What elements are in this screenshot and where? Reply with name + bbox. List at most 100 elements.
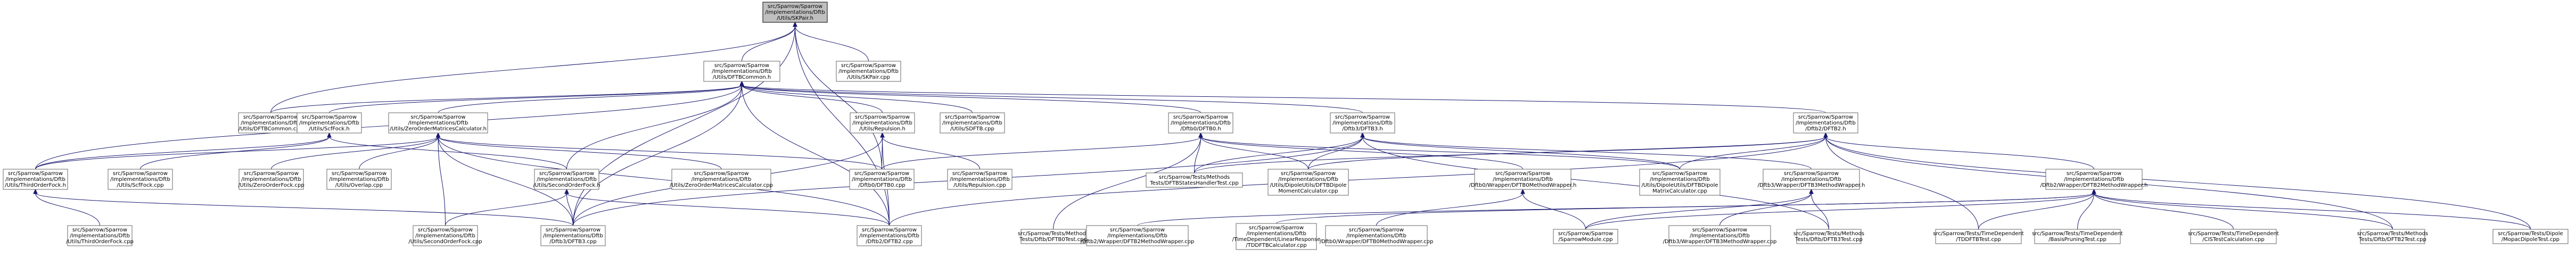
node-secondorder-h[interactable]: src/Sparrow/Sparrow/Implementations/Dftb… bbox=[533, 169, 600, 190]
node-box bbox=[1474, 169, 1571, 190]
node-dftb2-cpp[interactable]: src/Sparrow/Sparrow/Implementations/Dftb… bbox=[857, 225, 922, 246]
dependency-edge bbox=[1825, 136, 2094, 170]
dependency-edge bbox=[35, 136, 439, 170]
edge-arrowhead bbox=[1809, 188, 1814, 194]
node-label-line: MatrixCalculator.cpp bbox=[1652, 188, 1707, 194]
dependency-edge bbox=[795, 26, 869, 62]
dependency-edge bbox=[359, 136, 439, 170]
edge-arrowhead bbox=[1360, 132, 1365, 138]
node-label-line: /Implementations/Dftb bbox=[543, 233, 603, 239]
dependency-edge bbox=[329, 85, 742, 113]
node-dftb2wrapper-cpp[interactable]: src/Sparrow/Sparrow/Implementations/Dftb… bbox=[1081, 225, 1195, 246]
node-repulsion-cpp[interactable]: src/Sparrow/Sparrow/Implementations/Dftb… bbox=[947, 169, 1013, 190]
node-zeroorderfock-cpp[interactable]: src/Sparrow/Sparrow/Implementations/Dftb… bbox=[238, 169, 304, 190]
node-dftbcommon-cpp[interactable]: src/Sparrow/Sparrow/Implementations/Dftb… bbox=[238, 112, 303, 134]
node-tdlinear-cpp[interactable]: src/Sparrow/Sparrow/Implementations/Dftb… bbox=[1232, 223, 1321, 250]
dependency-edge bbox=[1053, 136, 1201, 230]
node-label-line: /Utils/SecondOrderFock.h bbox=[533, 182, 600, 188]
node-box bbox=[947, 169, 1013, 190]
node-label-line: src/Sparrow/Sparrow bbox=[1692, 227, 1747, 233]
node-dipolecalc-cpp[interactable]: src/Sparrow/Sparrow/Implementations/Dftb… bbox=[1268, 169, 1349, 196]
node-label-line: /Utils/ZeroOrderMatricesCalculator.cpp bbox=[670, 182, 773, 188]
edge-arrowhead bbox=[564, 188, 569, 194]
node-label-line: src/Sparrow/Sparrow bbox=[1335, 114, 1390, 120]
node-thirdorder-h[interactable]: src/Sparrow/Sparrow/Implementations/Dftb… bbox=[3, 169, 68, 190]
node-dipolematrix-cpp[interactable]: src/Sparrow/Sparrow/Implementations/Dftb… bbox=[1639, 169, 1721, 196]
node-box bbox=[1236, 223, 1317, 250]
edge-arrowhead bbox=[33, 188, 38, 194]
node-dftb2wrapper-h[interactable]: src/Sparrow/Sparrow/Implementations/Dftb… bbox=[2040, 169, 2148, 190]
node-cistest-cpp[interactable]: src/Sparrow/Tests/TimeDependent/CISTestC… bbox=[2188, 229, 2279, 244]
node-label-line: /Utils/ZeroOrderMatricesCalculator.h bbox=[390, 126, 487, 132]
node-label-line: src/Sparrow/Sparrow bbox=[855, 114, 910, 120]
node-dftb0wrapper-h[interactable]: src/Sparrow/Sparrow/Implementations/Dftb… bbox=[1469, 169, 1577, 190]
node-label-line: src/Sparrow/Sparrow bbox=[1784, 171, 1839, 177]
node-dftb3wrapper-h[interactable]: src/Sparrow/Sparrow/Implementations/Dftb… bbox=[1758, 169, 1865, 190]
node-basispruning-cpp[interactable]: src/Sparrow/Tests/TimeDependent/BasisPru… bbox=[2032, 229, 2123, 244]
node-label-line: /Implementations/Dftb bbox=[692, 177, 752, 182]
node-dftb3-h[interactable]: src/Sparrow/Sparrow/Implementations/Dftb… bbox=[1330, 112, 1395, 134]
node-secondorder-cpp[interactable]: src/Sparrow/Sparrow/Implementations/Dftb… bbox=[408, 225, 482, 246]
node-dftb3wrapper-cpp[interactable]: src/Sparrow/Sparrow/Implementations/Dftb… bbox=[1663, 225, 1777, 246]
edge-arrowhead bbox=[1198, 132, 1203, 138]
node-label-line: /Dftb0/Wrapper/DFTB0MethodWrapper.h bbox=[1469, 182, 1577, 188]
node-skpair-h[interactable]: src/Sparrow/Sparrow/Implementations/Dftb… bbox=[762, 2, 828, 23]
dependency-edge bbox=[438, 136, 890, 226]
node-label-line: /Implementations/Dftb bbox=[1278, 177, 1338, 182]
node-label-line: /Dftb2/DFTB2.cpp bbox=[866, 239, 912, 245]
node-sparrowmodule-cpp[interactable]: src/Sparrow/Sparrow/SparrowModule.cpp bbox=[1553, 229, 1618, 244]
dependency-edge bbox=[742, 85, 883, 113]
node-skpair-cpp[interactable]: src/Sparrow/Sparrow/Implementations/Dftb… bbox=[836, 61, 901, 82]
node-scfock-h[interactable]: src/Sparrow/Sparrow/Implementations/Dftb… bbox=[297, 112, 362, 134]
node-label-line: /Implementations/Dftb bbox=[852, 120, 912, 126]
edge-arrowhead bbox=[1520, 188, 1525, 194]
node-box bbox=[1325, 225, 1428, 246]
node-repulsion-h[interactable]: src/Sparrow/Sparrow/Implementations/Dftb… bbox=[850, 112, 915, 134]
node-label-line: src/Sparrow/Sparrow bbox=[546, 227, 600, 233]
node-label-line: src/Sparrow/Sparrow bbox=[854, 171, 909, 177]
node-dftb0-h[interactable]: src/Sparrow/Sparrow/Implementations/Dftb… bbox=[1168, 112, 1233, 134]
node-sdftb-cpp[interactable]: src/Sparrow/Sparrow/Implementations/Dftb… bbox=[940, 112, 1005, 134]
node-box bbox=[1020, 229, 1086, 244]
node-thirdorder-cpp[interactable]: src/Sparrow/Sparrow/Implementations/Dftb… bbox=[66, 225, 134, 246]
node-box bbox=[326, 169, 392, 190]
node-dftbstates-test[interactable]: src/Sparrow/Tests/MethodsTests/DFTBState… bbox=[1146, 172, 1243, 188]
node-dftb0wrapper-cpp[interactable]: src/Sparrow/Sparrow/Implementations/Dftb… bbox=[1320, 225, 1434, 246]
node-dftbcommon-h[interactable]: src/Sparrow/Sparrow/Implementations/Dftb… bbox=[703, 61, 780, 82]
node-label-line: src/Sparrow/Tests/Methods bbox=[1018, 231, 1089, 237]
node-dftb3test-cpp[interactable]: src/Sparrow/Tests/MethodsTests/Dftb/DFTB… bbox=[1793, 229, 1864, 244]
node-dftb0-cpp[interactable]: src/Sparrow/Sparrow/Implementations/Dftb… bbox=[849, 169, 915, 190]
node-label-line: /Utils/DipoleUtils/DFTBDipole bbox=[1270, 182, 1346, 188]
dependency-edge bbox=[742, 85, 890, 226]
node-scffock-cpp[interactable]: src/Sparrow/Sparrow/Implementations/Dftb… bbox=[108, 169, 173, 190]
edge-arrowhead bbox=[435, 132, 441, 138]
node-label-line: /Dftb0/Wrapper/DFTB0MethodWrapper.cpp bbox=[1320, 239, 1434, 245]
dependency-edge bbox=[438, 85, 742, 113]
node-dftb0test-cpp[interactable]: src/Sparrow/Tests/MethodsTests/Dftb/DFTB… bbox=[1018, 229, 1089, 244]
node-label-line: /Dftb2/Wrapper/DFTB2MethodWrapper.h bbox=[2040, 182, 2148, 188]
node-box bbox=[108, 169, 173, 190]
node-box bbox=[238, 169, 304, 190]
node-overlap-cpp[interactable]: src/Sparrow/Sparrow/Implementations/Dftb… bbox=[326, 169, 392, 190]
node-tddftbtest-cpp[interactable]: src/Sparrow/Tests/TimeDependent/TDDFTBTe… bbox=[1933, 229, 2024, 244]
node-zeroordercalc-cpp[interactable]: src/Sparrow/Sparrow/Implementations/Dftb… bbox=[670, 169, 773, 190]
node-box bbox=[849, 169, 915, 190]
node-label-line: /Implementations/Dftb bbox=[712, 69, 772, 74]
node-label-line: /Implementations/Dftb bbox=[241, 177, 301, 182]
node-label-line: src/Sparrow/Sparrow bbox=[1349, 227, 1404, 233]
dependency-edge bbox=[270, 85, 742, 113]
node-box bbox=[857, 225, 922, 246]
node-dftb3-cpp[interactable]: src/Sparrow/Sparrow/Implementations/Dftb… bbox=[540, 225, 606, 246]
node-label-line: /Implementations/Dftb bbox=[329, 177, 389, 182]
node-label-line: /TDDFTBTest.cpp bbox=[1956, 237, 2001, 243]
node-mopacdipole-cpp[interactable]: src/Sparrow/Tests/Dipole/MopacDipoleTest… bbox=[2492, 229, 2569, 244]
node-label-line: Tests/Dftb/DFTB3Test.cpp bbox=[1795, 237, 1863, 243]
dependency-edge bbox=[445, 193, 567, 226]
node-dftb2-h[interactable]: src/Sparrow/Sparrow/Implementations/Dftb… bbox=[1793, 112, 1858, 134]
node-dftb2test-cpp[interactable]: src/Sparrow/Tests/MethodsTests/Dftb/DFTB… bbox=[2357, 229, 2428, 244]
node-label-line: /Implementations/Dftb bbox=[859, 233, 919, 239]
dependency-edge bbox=[2094, 193, 2531, 230]
edge-arrowhead bbox=[880, 132, 885, 138]
node-zeroorder-h[interactable]: src/Sparrow/Sparrow/Implementations/Dftb… bbox=[388, 112, 488, 134]
dependency-edge bbox=[1137, 193, 2094, 226]
